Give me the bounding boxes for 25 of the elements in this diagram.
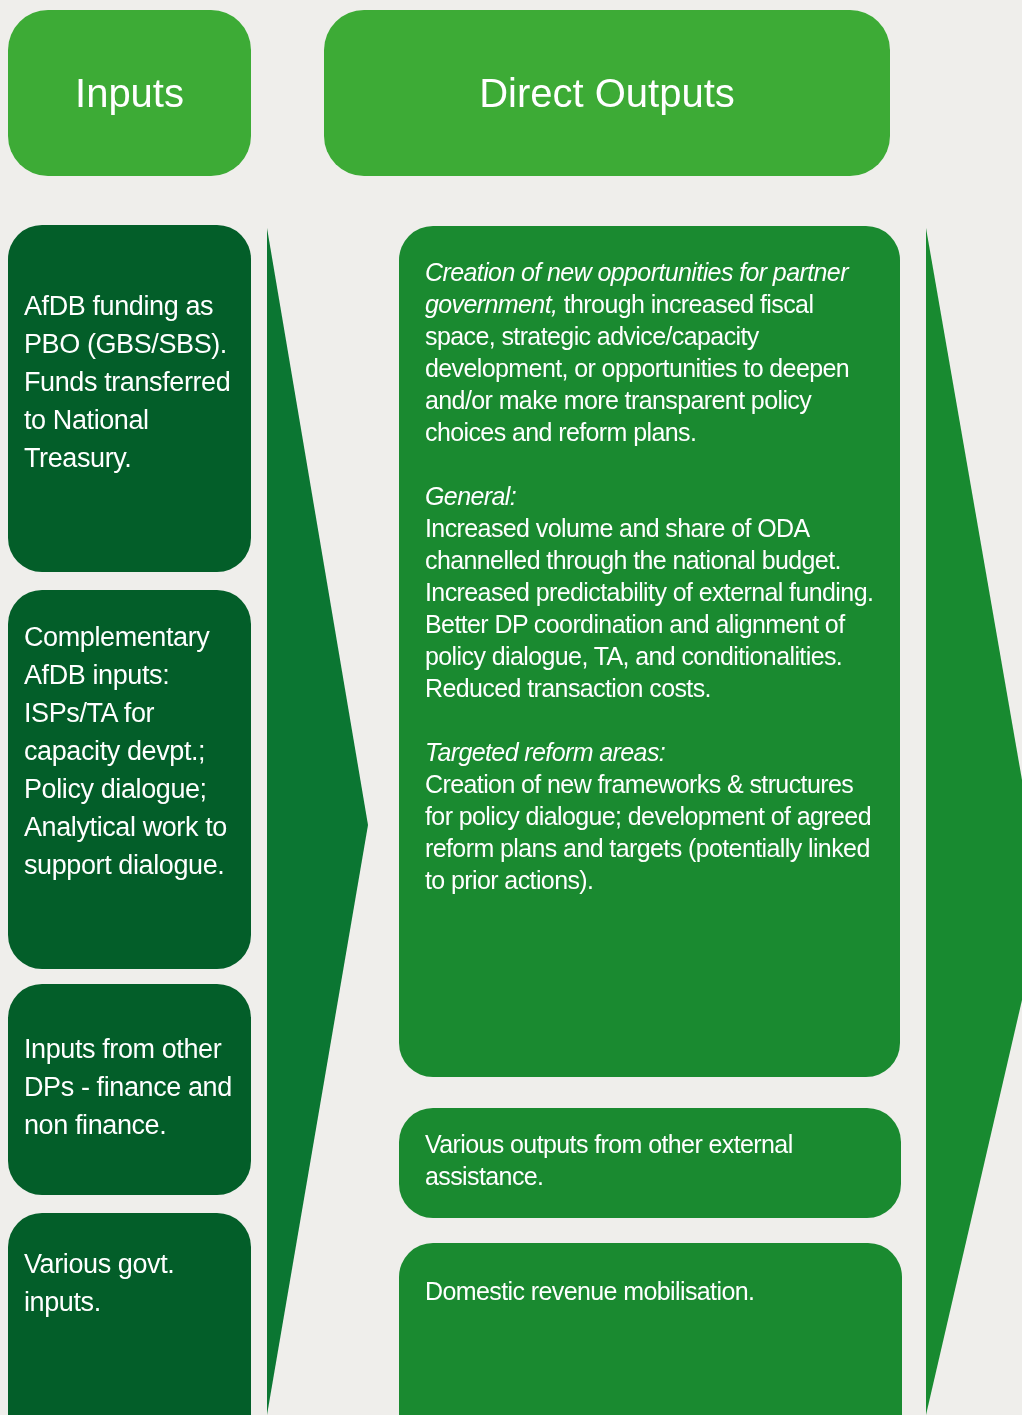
input-box [8, 590, 251, 969]
output-box [399, 1108, 901, 1218]
output-box [399, 1243, 902, 1415]
section-heading: General: [425, 481, 518, 512]
header-text: Direct Outputs [479, 70, 735, 116]
body-text: Various govt. inputs. [24, 1248, 176, 1319]
column-header [8, 10, 251, 176]
body-text: Domestic revenue mobilisation. [425, 1276, 756, 1307]
section-heading: Targeted reform areas: [425, 737, 667, 768]
body-text: Better DP coordination and alignment of policy dialogue, TA, and conditionalities. [425, 609, 847, 672]
body-text: Increased volume and share of ODA channelled through the national budget. [425, 513, 842, 576]
body-text: Creation of new opportunities for partner government, through increased fiscal space, strategic advice/capacity development, or opportunities to deepen and/or make more transparent policy choices and reform plans. [425, 257, 851, 448]
body-text: AfDB funding as PBO (GBS/SBS). Funds transferred to National Treasury. [24, 290, 232, 475]
input-box [8, 984, 251, 1195]
body-text: Increased predictability of external funding. [425, 577, 875, 608]
column-header [324, 10, 890, 176]
header-text: Inputs [75, 70, 184, 116]
body-text: Inputs from other DPs - finance and non finance. [24, 1033, 233, 1142]
body-text: Complementary AfDB inputs: ISPs/TA for capacity devpt.; Policy dialogue; Analytical work to support dialogue. [24, 621, 228, 882]
body-text: Various outputs from other external assistance. [425, 1129, 794, 1192]
body-text: Creation of new frameworks & structures for policy dialogue; development of agreed reform plans and targets (potentially linked to prior actions). [425, 769, 872, 896]
input-box [8, 1213, 251, 1415]
output-box [399, 226, 900, 1077]
input-box [8, 225, 251, 572]
body-text: Reduced transaction costs. [425, 673, 712, 704]
